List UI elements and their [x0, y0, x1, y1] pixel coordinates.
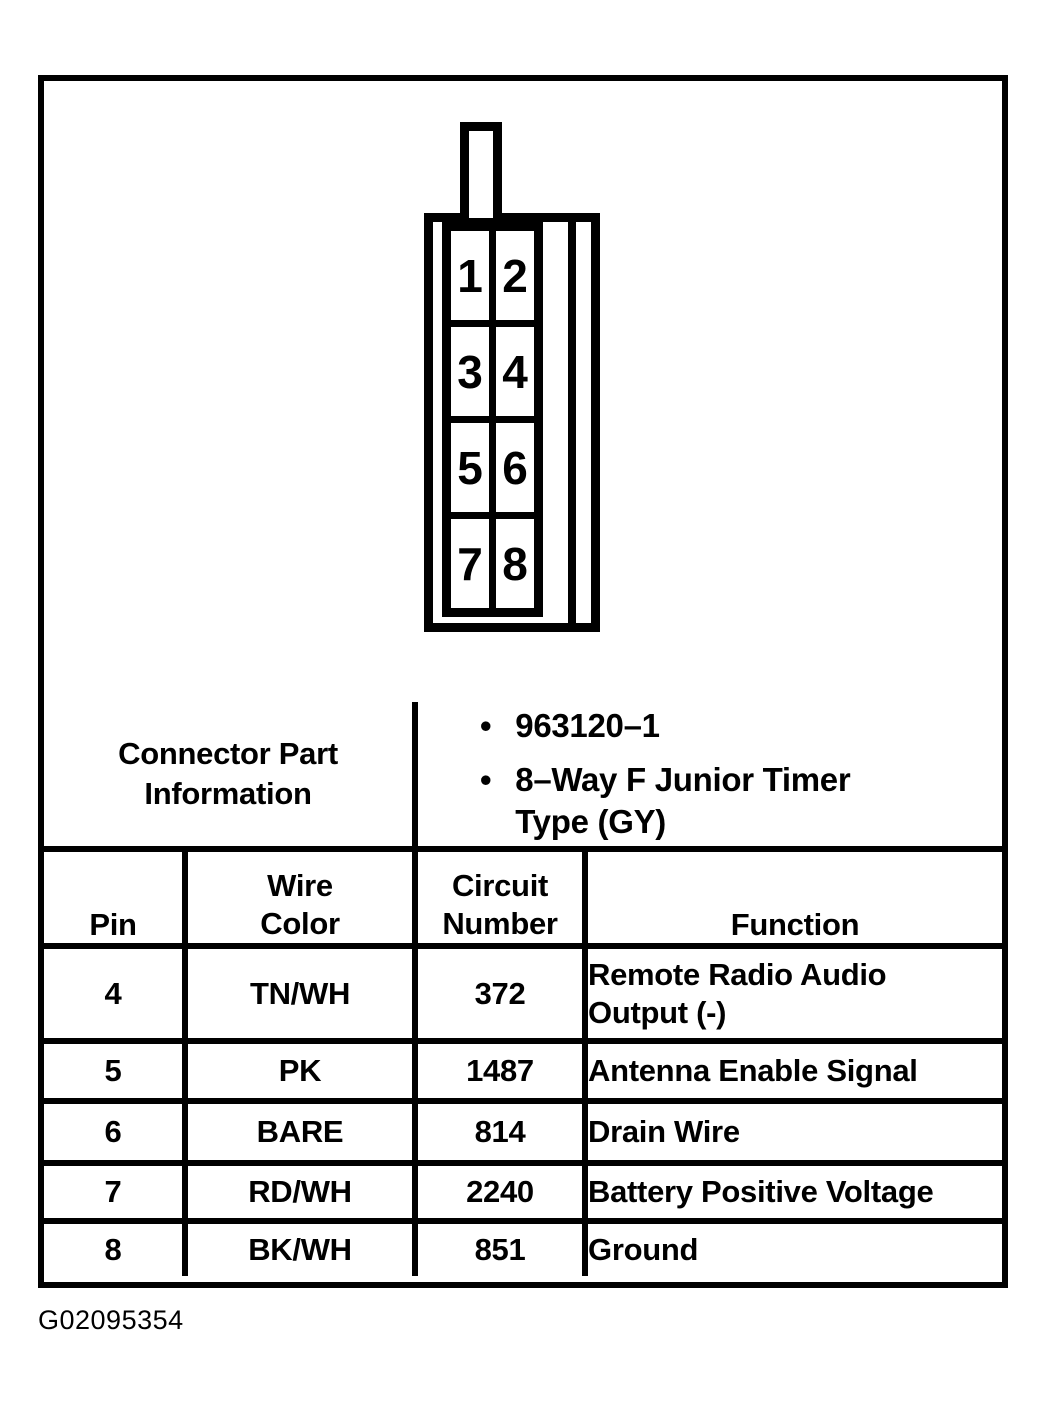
header-circuit-number: Circuit Number — [412, 846, 588, 949]
pin-value: 5 — [41, 1038, 188, 1104]
function-value: Ground — [581, 1218, 1006, 1279]
function-value: Antenna Enable Signal — [581, 1038, 1006, 1104]
circuit-number-value: 372 — [412, 943, 588, 1044]
circuit-number-value: 851 — [412, 1218, 588, 1279]
pin-value: 8 — [41, 1218, 188, 1279]
wire-color-value: PK — [182, 1038, 418, 1104]
function-value: Drain Wire — [581, 1098, 1006, 1166]
connector-type-item: 8–Way F Junior Timer Type (GY) — [480, 759, 996, 843]
part-number-item: 963120–1 — [480, 707, 996, 747]
connector-side-strip-line — [568, 222, 576, 623]
pin-cavity-6: 6 — [496, 423, 534, 512]
header-row: Pin Wire Color Circuit Number Function — [41, 846, 1006, 949]
connector-spec-table: Connector Part Information 963120–1 8–Wa… — [41, 699, 1006, 1279]
pin-cavity-7: 7 — [451, 519, 489, 608]
wire-color-value: BK/WH — [182, 1218, 418, 1279]
table-row-pin5: 5 PK 1487 Antenna Enable Signal — [41, 1038, 1006, 1104]
pin-cavity-5: 5 — [451, 423, 489, 512]
pin-value: 7 — [41, 1160, 188, 1224]
table-row-pin7: 7 RD/WH 2240 Battery Positive Voltage — [41, 1160, 1006, 1224]
pin-cavity-1: 1 — [451, 231, 489, 320]
wire-color-value: RD/WH — [182, 1160, 418, 1224]
circuit-number-value: 1487 — [412, 1038, 588, 1104]
connector-part-info-line2: Information — [144, 776, 312, 811]
figure-frame: 1 2 3 4 5 6 7 8 Connector Part Informati… — [38, 75, 1008, 1288]
pin-cavity-4: 4 — [496, 327, 534, 416]
function-value: Battery Positive Voltage — [581, 1160, 1006, 1224]
header-wire-color: Wire Color — [182, 846, 418, 949]
connector-lock-tab — [460, 122, 502, 218]
header-function: Function — [581, 846, 1006, 949]
figure-id-label: G02095354 — [38, 1305, 184, 1335]
table-row-pin8: 8 BK/WH 851 Ground — [41, 1218, 1006, 1279]
function-value: Remote Radio Audio Output (-) — [581, 943, 1006, 1044]
pin-value: 6 — [41, 1098, 188, 1166]
connector-part-info-row: Connector Part Information 963120–1 8–Wa… — [41, 699, 1006, 852]
wire-color-value: TN/WH — [182, 943, 418, 1044]
connector-part-info-label: Connector Part Information — [41, 699, 418, 852]
pin-cavity-2: 2 — [496, 231, 534, 320]
pin-value: 4 — [41, 943, 188, 1044]
pin-cavity-8: 8 — [496, 519, 534, 608]
table-row-pin6: 6 BARE 814 Drain Wire — [41, 1098, 1006, 1166]
connector-pin-grid: 1 2 3 4 5 6 7 8 — [442, 222, 543, 617]
circuit-number-value: 2240 — [412, 1160, 588, 1224]
connector-diagram: 1 2 3 4 5 6 7 8 — [44, 81, 1002, 702]
circuit-number-value: 814 — [412, 1098, 588, 1166]
pin-cavity-3: 3 — [451, 327, 489, 416]
header-pin: Pin — [41, 846, 188, 949]
part-number-text: 963120–1 — [515, 707, 660, 744]
connector-type-text: 8–Way F Junior Timer Type (GY) — [515, 761, 851, 840]
connector-part-info-line1: Connector Part — [118, 736, 338, 771]
table-row-pin4: 4 TN/WH 372 Remote Radio Audio Output (-… — [41, 943, 1006, 1044]
wire-color-value: BARE — [182, 1098, 418, 1166]
connector-part-info-values: 963120–1 8–Way F Junior Timer Type (GY) — [411, 699, 1006, 852]
